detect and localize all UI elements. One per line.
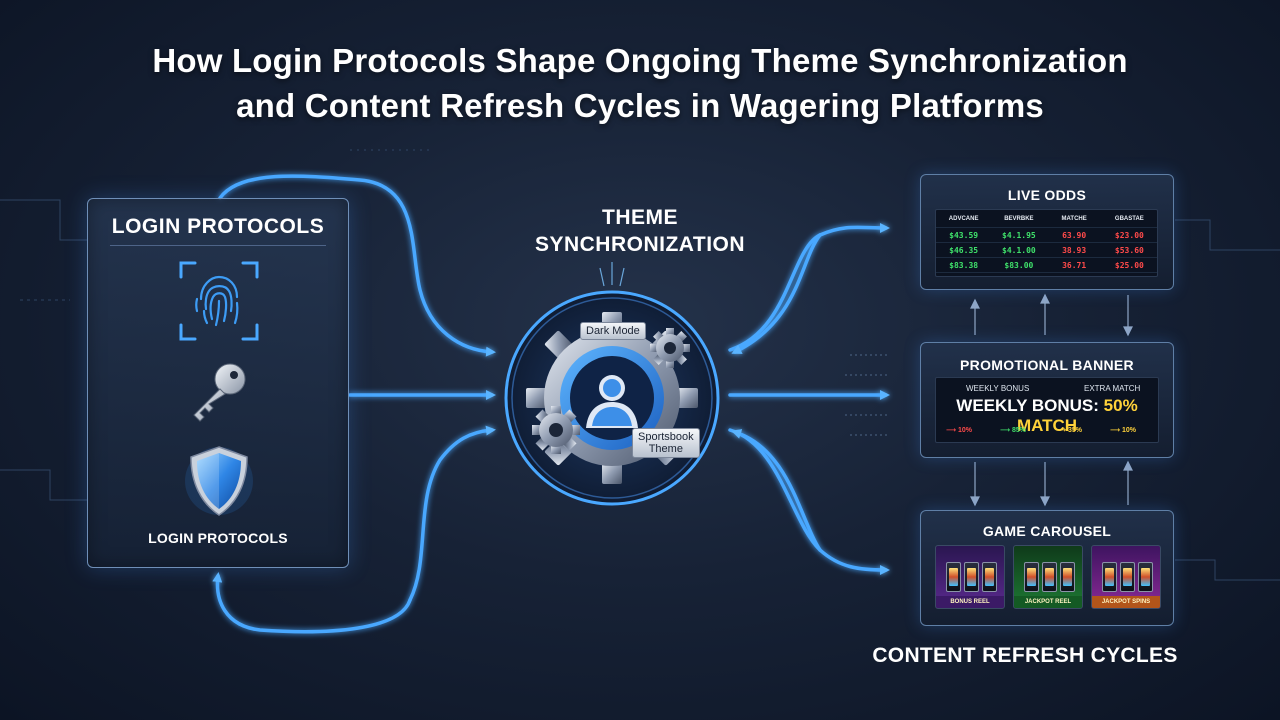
promo-headline: WEEKLY BONUS: 50% MATCH	[936, 396, 1158, 436]
odds-header-row: ADVCANE BEVRBKE MATCHE GBASTAE	[936, 210, 1157, 228]
promo-trend: ⟶ 10%	[946, 427, 972, 434]
odds-cell: $83.00	[1004, 260, 1034, 270]
data-stream-lines	[845, 354, 890, 436]
promo-banner-card: PROMOTIONAL BANNER WEEKLY BONUS EXTRA MA…	[920, 342, 1174, 458]
odds-col-header: GBASTAE	[1114, 215, 1144, 222]
shield-icon	[181, 443, 257, 519]
odds-cell: 36.71	[1062, 260, 1087, 270]
arrow-feedback-loop	[212, 572, 412, 634]
promo-trend: ⟶ 85%	[1000, 427, 1026, 434]
promo-headline-gold: 50% MATCH	[1016, 396, 1138, 435]
title-line-1: How Login Protocols Shape Ongoing Theme …	[152, 42, 1128, 79]
game-thumb[interactable]: BONUS REEL	[935, 545, 1005, 609]
promo-trend-value: 10%	[1121, 427, 1136, 434]
game-carousel-title: GAME CAROUSEL	[982, 523, 1112, 539]
promo-trend-value: 10%	[957, 427, 972, 434]
odds-row: $43.59 $4.1.95 63.90 $23.00	[936, 228, 1157, 243]
odds-col-header: ADVCANE	[948, 215, 979, 222]
dark-mode-tag: Dark Mode	[580, 322, 646, 340]
live-odds-table: ADVCANE BEVRBKE MATCHE GBASTAE $43.59 $4…	[935, 209, 1158, 277]
theme-sync-label-line-2: SYNCHRONIZATION	[534, 233, 746, 256]
promo-banner-content: WEEKLY BONUS EXTRA MATCH WEEKLY BONUS: 5…	[935, 377, 1159, 443]
odds-cell: $43.59	[949, 230, 979, 240]
odds-cell: $25.00	[1114, 260, 1144, 270]
key-icon	[186, 359, 252, 425]
user-profile-icon	[586, 375, 638, 428]
promo-sub-left: WEEKLY BONUS	[966, 384, 1030, 393]
odds-cell: 38.93	[1062, 245, 1087, 255]
game-carousel-card: GAME CAROUSEL BONUS REEL JACKPOT REEL JA…	[920, 510, 1174, 626]
odds-cell: $4.1.00	[1002, 245, 1036, 255]
game-thumb-caption: BONUS REEL	[936, 596, 1004, 608]
login-panel-heading: LOGIN PROTOCOLS	[111, 215, 325, 238]
login-panel-footer-label: LOGIN PROTOCOLS	[148, 530, 288, 546]
promo-headline-white: WEEKLY BONUS:	[956, 396, 1099, 415]
odds-cell: $46.35	[949, 245, 979, 255]
promo-trend-value: 35%	[1067, 427, 1082, 434]
promo-sub-right: EXTRA MATCH	[1084, 384, 1141, 393]
odds-cell: $23.00	[1114, 230, 1144, 240]
circuit-lines	[0, 149, 1280, 581]
live-odds-title: LIVE ODDS	[1007, 187, 1087, 203]
diagram-title: How Login Protocols Shape Ongoing Theme …	[0, 38, 1280, 128]
content-refresh-label: CONTENT REFRESH CYCLES	[872, 644, 1178, 667]
odds-cell: $53.60	[1114, 245, 1144, 255]
sportsbook-theme-tag: Sportsbook Theme	[632, 428, 700, 458]
promo-trend-value: 85%	[1011, 427, 1026, 434]
title-line-2: and Content Refresh Cycles in Wagering P…	[236, 87, 1044, 124]
sportsbook-theme-tag-line-2: Theme	[648, 443, 683, 455]
live-odds-card: LIVE ODDS ADVCANE BEVRBKE MATCHE GBASTAE…	[920, 174, 1174, 290]
promo-trend: ⟶ 10%	[1110, 427, 1136, 434]
odds-row: $46.35 $4.1.00 38.93 $53.60	[936, 243, 1157, 258]
odds-row: $83.38 $83.00 36.71 $25.00	[936, 258, 1157, 273]
arrow-to-live-odds	[728, 222, 890, 352]
arrow-carousel-to-gear	[731, 429, 822, 552]
game-thumb[interactable]: JACKPOT REEL	[1013, 545, 1083, 609]
promo-banner-title: PROMOTIONAL BANNER	[960, 357, 1134, 373]
odds-cell: $4.1.95	[1002, 230, 1036, 240]
odds-cell: 63.90	[1062, 230, 1087, 240]
gear-cluster-icon	[504, 290, 720, 506]
theme-sync-label: THEME SYNCHRONIZATION	[480, 204, 800, 258]
theme-sync-hub: Dark Mode Sportsbook Theme	[502, 288, 722, 508]
sync-sparks	[599, 262, 625, 287]
odds-col-header: MATCHE	[1061, 215, 1087, 222]
odds-col-header: BEVRBKE	[1004, 215, 1034, 222]
game-thumb-caption: JACKPOT REEL	[1014, 596, 1082, 608]
sportsbook-theme-tag-line-1: Sportsbook	[638, 431, 694, 443]
arrow-to-carousel	[728, 428, 890, 575]
login-protocols-panel: LOGIN PROTOCOLS	[87, 198, 349, 568]
game-thumb[interactable]: JACKPOT SPINS	[1091, 545, 1161, 609]
odds-cell: $83.38	[949, 260, 979, 270]
login-panel-divider	[110, 245, 326, 246]
arrow-login-lower	[408, 425, 496, 602]
arrow-odds-to-gear	[731, 233, 822, 354]
theme-sync-label-line-1: THEME	[602, 206, 678, 229]
promo-trend: ⟶ 35%	[1056, 427, 1082, 434]
fingerprint-scan-icon	[177, 259, 261, 343]
arrow-login-top	[218, 174, 496, 357]
game-thumb-caption: JACKPOT SPINS	[1092, 596, 1160, 608]
refresh-connectors	[970, 293, 1133, 507]
